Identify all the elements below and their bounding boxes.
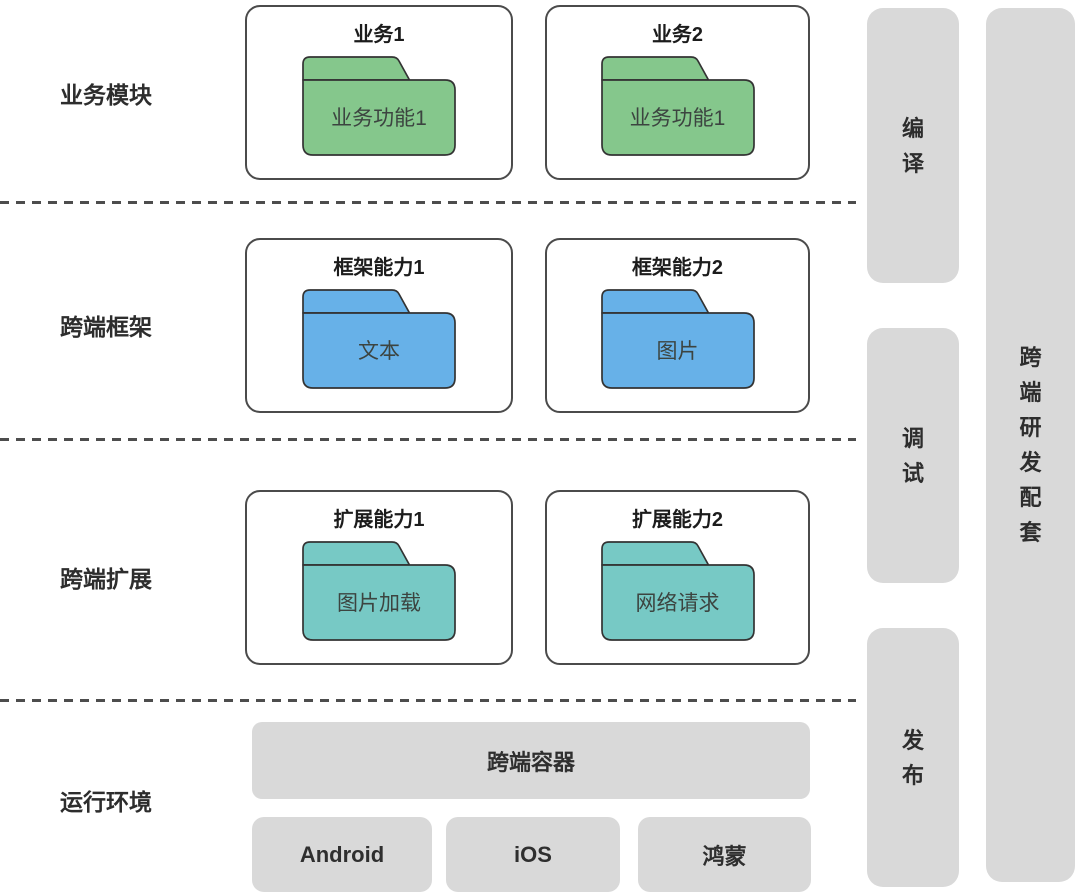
layer-label-runtime: 运行环境 [60, 789, 152, 815]
folder-icon: 业务功能1 [598, 52, 758, 160]
folder-icon: 图片 [598, 285, 758, 393]
module-box-framework-2: 框架能力2 图片 [545, 238, 810, 413]
module-box-business-2: 业务2 业务功能1 [545, 5, 810, 180]
module-title: 扩展能力1 [333, 509, 425, 531]
layer-label-framework: 跨端框架 [60, 314, 152, 340]
module-title: 框架能力2 [631, 257, 724, 279]
runtime-container-bar: 跨端容器 [252, 722, 810, 799]
separator-line [0, 201, 856, 204]
stage-pill-compile: 编译 [867, 8, 959, 283]
folder-icon-shape [600, 289, 755, 389]
folder-icon-shape [302, 289, 456, 389]
module-title: 框架能力1 [333, 257, 425, 279]
folder-label: 文本 [358, 340, 400, 363]
module-box-extension-2: 扩展能力2 网络请求 [545, 490, 810, 665]
folder-icon: 图片加载 [299, 537, 459, 645]
stage-pill-debug: 调试 [867, 328, 959, 583]
folder-icon-shape [600, 56, 755, 156]
right-rail-devtools: 跨端研发配套 [986, 8, 1075, 882]
module-box-framework-1: 框架能力1 文本 [245, 238, 513, 413]
layer-label-business: 业务模块 [60, 82, 152, 108]
folder-icon-shape [302, 56, 456, 156]
platform-label: Android [299, 841, 385, 867]
folder-icon-shape [302, 541, 456, 641]
folder-icon: 网络请求 [598, 537, 758, 645]
folder-icon: 业务功能1 [299, 52, 459, 160]
stage-pill-label: 编译 [901, 115, 924, 176]
platform-label: 鸿蒙 [702, 843, 747, 869]
folder-label: 业务功能1 [629, 107, 726, 130]
runtime-container-label: 跨端容器 [486, 749, 575, 775]
stage-pill-label: 发布 [901, 727, 924, 788]
folder-icon: 文本 [299, 285, 459, 393]
platform-box-ios: iOS [446, 817, 620, 892]
module-box-extension-1: 扩展能力1 图片加载 [245, 490, 513, 665]
platform-label: iOS [514, 841, 552, 867]
layer-label-extension: 跨端扩展 [60, 566, 152, 592]
module-title: 扩展能力2 [631, 509, 724, 531]
module-title: 业务1 [353, 24, 405, 46]
folder-label: 业务功能1 [331, 107, 427, 130]
platform-box-android: Android [252, 817, 432, 892]
folder-label: 图片 [656, 340, 699, 363]
right-rail-label: 跨端研发配套 [1019, 345, 1042, 545]
stage-pill-label: 调试 [901, 425, 924, 486]
separator-line [0, 438, 856, 441]
module-title: 业务2 [651, 24, 704, 46]
platform-box-harmony: 鸿蒙 [638, 817, 811, 892]
module-box-business-1: 业务1 业务功能1 [245, 5, 513, 180]
separator-line [0, 699, 856, 702]
folder-label: 网络请求 [635, 592, 720, 615]
folder-icon-shape [600, 541, 755, 641]
stage-pill-release: 发布 [867, 628, 959, 887]
folder-label: 图片加载 [337, 592, 421, 615]
